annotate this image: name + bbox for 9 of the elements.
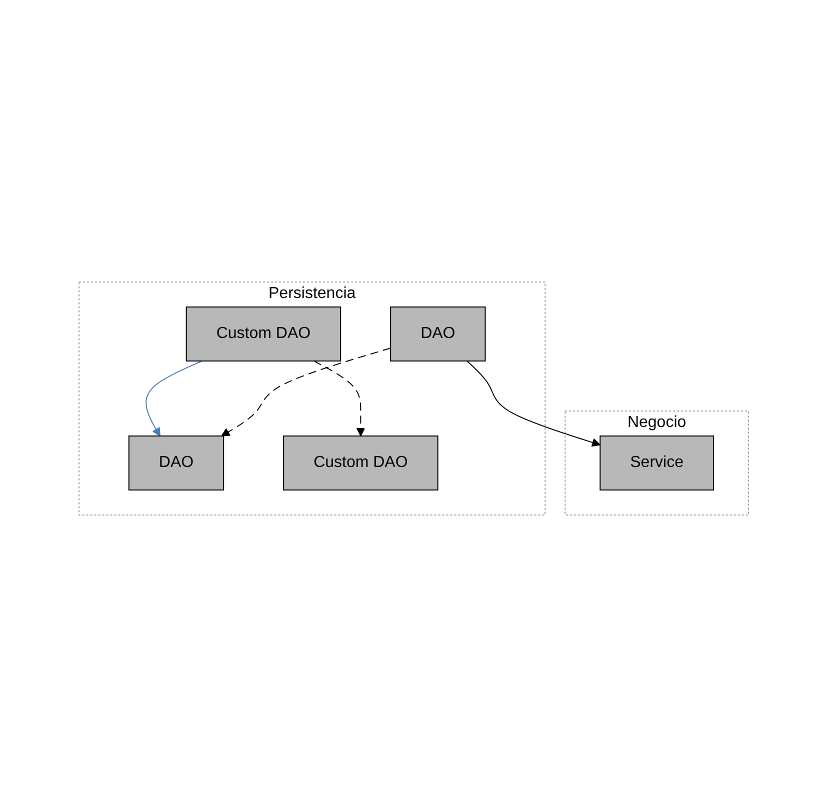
node-box: DAO xyxy=(390,306,486,362)
node-box: Custom DAO xyxy=(186,306,341,362)
arrow xyxy=(466,360,600,447)
node-box: Service xyxy=(599,436,714,490)
arrow xyxy=(145,360,202,436)
arrow xyxy=(220,348,391,436)
node-box: DAO xyxy=(128,436,224,490)
node-box: Custom DAO xyxy=(282,436,438,490)
arrow xyxy=(313,360,365,436)
